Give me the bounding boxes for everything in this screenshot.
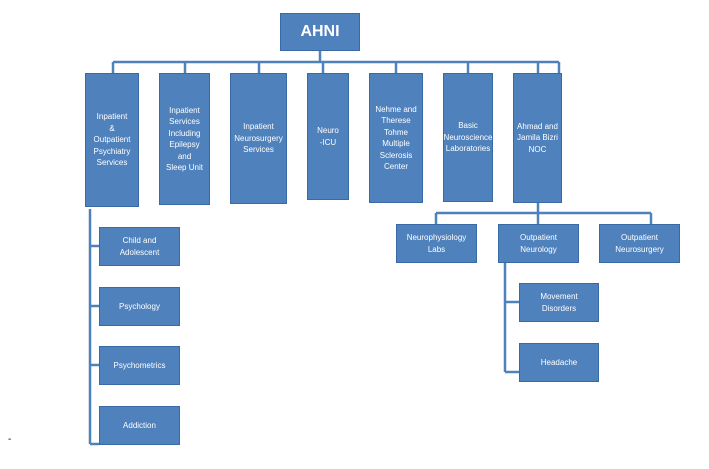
psychiatry-unit-node: Addiction [99, 406, 180, 445]
department-node: Nehme and Therese Tohme Multiple Scleros… [369, 73, 423, 203]
neurology-unit-node: Headache [519, 343, 599, 382]
noc-unit-node: Neurophysiology Labs [396, 224, 477, 263]
psychiatry-unit-node: Psychometrics [99, 346, 180, 385]
noc-unit-node: Outpatient Neurosurgery [599, 224, 680, 263]
noc-unit-node: Outpatient Neurology [498, 224, 579, 263]
department-node: Ahmad and Jamila Bizri NOC [513, 73, 562, 203]
department-node: Neuro -ICU [307, 73, 349, 200]
psychiatry-unit-node: Child and Adolescent [99, 227, 180, 266]
department-node: Basic Neuroscience Laboratories [443, 73, 493, 202]
psychiatry-unit-node: Psychology [99, 287, 180, 326]
department-node: Inpatient Services Including Epilepsy an… [159, 73, 210, 205]
department-node: Inpatient & Outpatient Psychiatry Servic… [85, 73, 139, 207]
neurology-unit-node: Movement Disorders [519, 283, 599, 322]
department-node: Inpatient Neurosurgery Services [230, 73, 287, 204]
root-node-ahni: AHNI [280, 13, 360, 51]
stray-dash-mark: - [8, 434, 12, 445]
